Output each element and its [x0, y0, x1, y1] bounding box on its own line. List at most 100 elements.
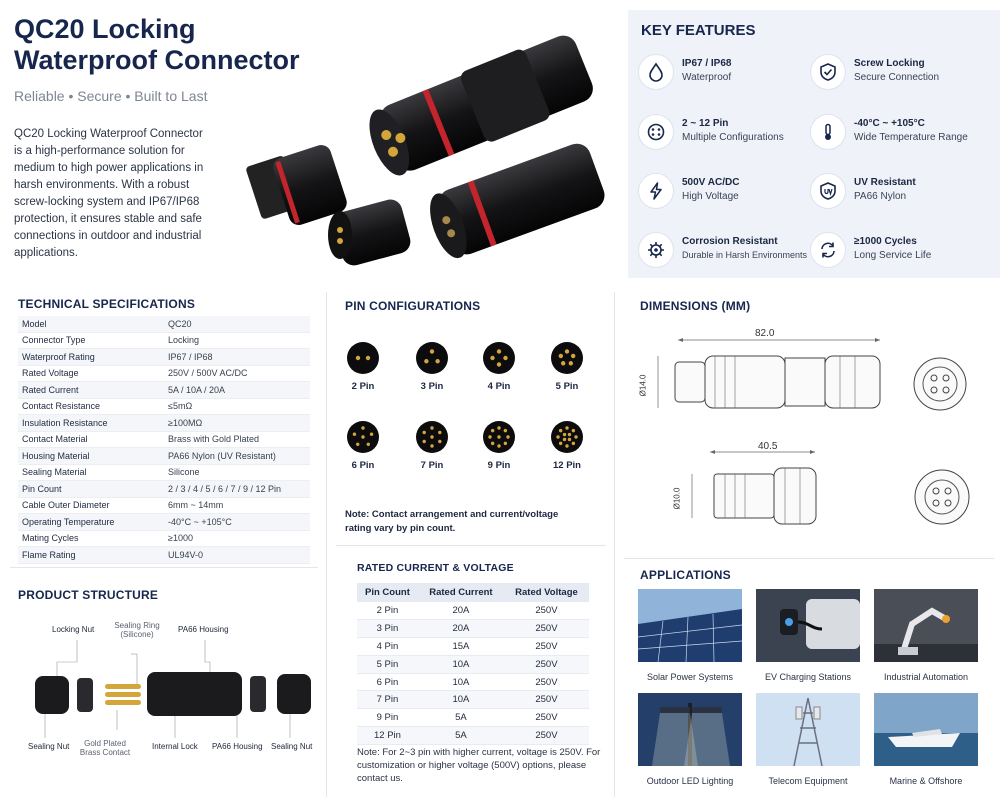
pin-contact	[567, 437, 572, 442]
pin-face-icon	[551, 342, 583, 374]
row-divider	[10, 567, 318, 568]
structure-label-line: Sealing Ring	[114, 621, 160, 630]
spec-value: ≥1000	[168, 533, 193, 544]
pin-label: 9 Pin	[487, 460, 511, 471]
pin-contact	[565, 426, 569, 430]
table-cell: 20A	[417, 602, 504, 621]
spec-key: Insulation Resistance	[22, 417, 108, 428]
app-telecom: Telecom Equipment	[756, 693, 860, 786]
table-cell: 250V	[503, 637, 589, 656]
table-row: Housing Material PA66 Nylon (UV Resistant…	[18, 448, 310, 465]
pin-contact	[352, 432, 357, 436]
feature-subtitle: Secure Connection	[854, 72, 940, 83]
spec-value: Silicone	[168, 467, 200, 478]
pin-6: 6 Pin	[333, 420, 393, 471]
pin-contact	[366, 442, 370, 446]
thermometer-icon	[810, 114, 846, 150]
title-line-1: QC20 Locking	[14, 14, 196, 44]
spec-value: 250V / 500V AC/DC	[168, 368, 248, 379]
pin-contact	[558, 441, 563, 446]
table-cell: 7 Pin	[357, 690, 418, 710]
feature-voltage: 500V AC/DC High Voltage	[628, 173, 808, 219]
table-cell: 9 Pin	[357, 708, 418, 728]
pin-contact	[503, 355, 508, 361]
pin-contact	[438, 430, 442, 435]
app-label: Marine & Offshore	[889, 776, 963, 786]
pin-contact	[570, 353, 576, 359]
pin-contact	[506, 435, 510, 439]
spec-value: QC20	[168, 318, 192, 329]
table-row: Sealing Material Silicone	[18, 465, 310, 481]
pin-contact	[490, 428, 495, 433]
table-row: Insulation Resistance≥100MΩ	[18, 415, 310, 432]
app-ev: EV Charging Stations	[756, 589, 860, 682]
feature-subtitle: PA66 Nylon	[854, 191, 907, 202]
column-header: Rated Current	[417, 583, 504, 602]
pin-contact	[496, 349, 502, 354]
tech-spec-title: TECHNICAL SPECIFICATIONS	[18, 297, 196, 311]
feature-waterproof: IP67 / IP68 Waterproof	[628, 54, 808, 100]
rated-current-title: RATED CURRENT & VOLTAGE	[357, 562, 514, 574]
pin-contact	[422, 430, 426, 435]
product-structure-title: PRODUCT STRUCTURE	[18, 588, 159, 602]
structure-label: PA66 Housing	[178, 625, 229, 634]
table-header-row: Pin Count Rated Current Rated Voltage	[357, 583, 589, 602]
diameter-label: Ø10.0	[672, 487, 682, 510]
table-cell: 5A	[417, 708, 504, 728]
pin-contact	[571, 428, 576, 433]
pin-contact	[558, 353, 564, 359]
pin-5: 5 Pin	[537, 341, 597, 392]
feature-subtitle: High Voltage	[682, 191, 739, 202]
spec-key: Housing Material	[22, 450, 90, 461]
ev-charging-image	[756, 589, 860, 662]
table-row: Operating Temperature-40°C ~ +105°C	[18, 514, 310, 531]
table-cell: 250V	[503, 602, 589, 621]
pin-contact	[361, 426, 365, 430]
key-features-panel: KEY FEATURES IP67 / IP68 Waterproof Scre…	[628, 10, 1000, 278]
spec-value: 6mm ~ 14mm	[168, 500, 224, 511]
table-cell: 5 Pin	[357, 655, 418, 674]
table-cell: 250V	[503, 708, 589, 728]
pin-contact	[558, 428, 563, 433]
spec-value: PA66 Nylon (UV Resistant)	[168, 450, 276, 461]
pin-label: 7 Pin	[420, 460, 444, 471]
table-cell: 4 Pin	[357, 637, 418, 656]
spec-key: Flame Rating	[22, 549, 76, 560]
pin-config-title: PIN CONFIGURATIONS	[345, 299, 481, 313]
pin-label: 6 Pin	[351, 460, 375, 471]
pin-config-note: Note: Contact arrangement and current/vo…	[345, 509, 559, 534]
pin-contact	[355, 355, 361, 361]
pin-contact	[568, 361, 574, 366]
spec-key: Contact Material	[22, 434, 88, 445]
feature-cycles: ≥1000 Cycles Long Service Life	[800, 232, 980, 278]
pin-label: 5 Pin	[555, 381, 579, 392]
pin-contact	[430, 435, 434, 439]
spec-key: Connector Type	[22, 335, 86, 346]
spec-key: Contact Resistance	[22, 401, 101, 412]
pin-contact	[567, 432, 572, 437]
pin-contact	[560, 361, 566, 366]
pin-contact	[429, 349, 435, 354]
pin-contact	[430, 426, 434, 430]
pin-3: 3 Pin	[402, 341, 462, 392]
structure-label: Internal Lock	[152, 742, 198, 751]
structure-label: Sealing Nut	[28, 742, 70, 751]
table-cell: 250V	[503, 619, 589, 639]
feature-uv-resistant: UV Resistant PA66 Nylon	[800, 173, 980, 219]
table-row: Connector Type Locking	[18, 333, 310, 349]
table-cell: 3 Pin	[357, 619, 418, 639]
pin-contact	[430, 444, 434, 448]
pin-face-icon	[638, 114, 674, 150]
spec-value: Locking	[168, 335, 200, 346]
app-industrial: Industrial Automation	[874, 589, 978, 682]
key-features-title: KEY FEATURES	[641, 22, 756, 39]
spec-key: Sealing Material	[22, 467, 87, 478]
spec-key: Rated Current	[22, 384, 79, 395]
cycle-arrows-icon	[810, 232, 846, 268]
